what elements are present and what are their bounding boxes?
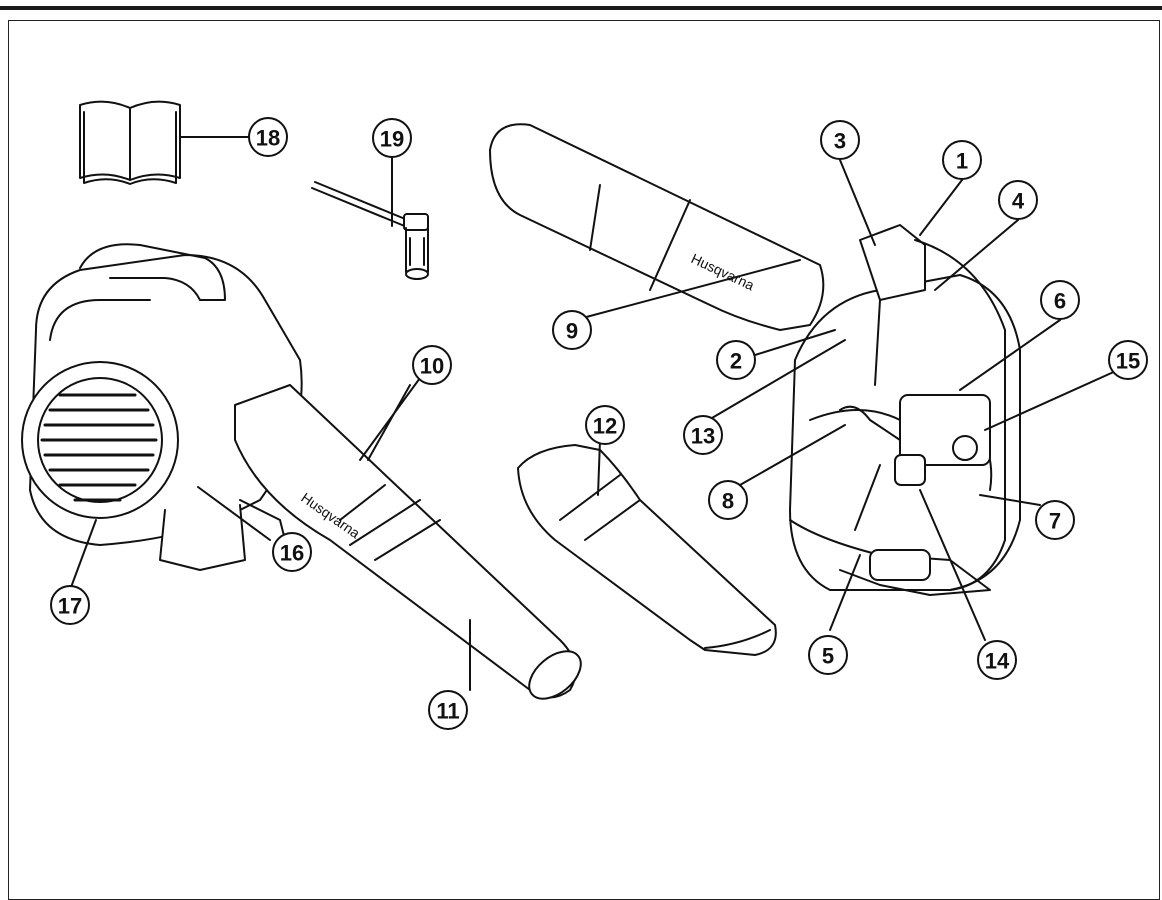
callout-12: 12 xyxy=(585,405,625,445)
callout-circle xyxy=(50,585,90,625)
callout-circle xyxy=(683,415,723,455)
callout-17: 17 xyxy=(50,585,90,625)
callout-circle xyxy=(942,140,982,180)
callout-number: 10 xyxy=(420,354,444,379)
callout-number: 15 xyxy=(1116,349,1140,374)
callout-circle xyxy=(412,345,452,385)
callout-circle xyxy=(1035,500,1075,540)
callout-number: 1 xyxy=(956,149,968,174)
callout-6: 6 xyxy=(1040,280,1080,320)
callout-number: 19 xyxy=(380,127,404,152)
callout-number: 14 xyxy=(985,649,1010,674)
callout-circle xyxy=(552,310,592,350)
callout-circle xyxy=(428,690,468,730)
callout-number: 8 xyxy=(722,489,734,514)
callout-circle xyxy=(272,532,312,572)
callout-7: 7 xyxy=(1035,500,1075,540)
leader-lines xyxy=(359,159,1119,641)
callout-circle xyxy=(808,635,848,675)
callout-circle xyxy=(716,340,756,380)
callout-number: 18 xyxy=(256,126,280,151)
callout-number: 11 xyxy=(436,699,459,724)
callout-number: 9 xyxy=(566,319,578,344)
callout-1: 1 xyxy=(942,140,982,180)
callout-4: 4 xyxy=(998,180,1038,220)
callout-number: 4 xyxy=(1012,189,1025,214)
callout-8: 8 xyxy=(708,480,748,520)
callout-number: 17 xyxy=(58,594,82,619)
manual-book-icon xyxy=(79,100,253,185)
callout-number: 16 xyxy=(280,541,304,566)
callout-circle xyxy=(977,640,1017,680)
callout-circle xyxy=(820,120,860,160)
callout-number: 5 xyxy=(822,644,834,669)
top-rule xyxy=(0,6,1162,10)
nozzle xyxy=(517,439,777,656)
blower-tube-assembled: Husqvarna xyxy=(234,384,582,700)
callout-15: 15 xyxy=(1108,340,1148,380)
callout-number: 2 xyxy=(730,349,742,374)
callout-circle xyxy=(1040,280,1080,320)
blower-side-view xyxy=(21,243,303,591)
callout-number: 7 xyxy=(1049,509,1061,534)
callout-14: 14 xyxy=(977,640,1017,680)
callout-18: 18 xyxy=(248,117,288,157)
callout-circle xyxy=(585,405,625,445)
callout-number: 12 xyxy=(593,414,617,439)
callout-circle xyxy=(708,480,748,520)
callout-number: 6 xyxy=(1054,289,1066,314)
callout-circle xyxy=(1108,340,1148,380)
callout-5: 5 xyxy=(808,635,848,675)
callout-circle xyxy=(248,117,288,157)
callout-11: 11 xyxy=(428,690,468,730)
callout-19: 19 xyxy=(372,118,412,158)
spark-plug-wrench xyxy=(311,155,429,280)
callout-3: 3 xyxy=(820,120,860,160)
callout-2: 2 xyxy=(716,340,756,380)
callout-circle xyxy=(998,180,1038,220)
callout-16: 16 xyxy=(272,532,312,572)
callout-10: 10 xyxy=(412,345,452,385)
callout-13: 13 xyxy=(683,415,723,455)
callout-number: 13 xyxy=(691,424,715,449)
blower-rear-view: Husqvarna xyxy=(489,123,1021,596)
callout-circle xyxy=(372,118,412,158)
callout-number: 3 xyxy=(834,129,846,154)
callout-9: 9 xyxy=(552,310,592,350)
